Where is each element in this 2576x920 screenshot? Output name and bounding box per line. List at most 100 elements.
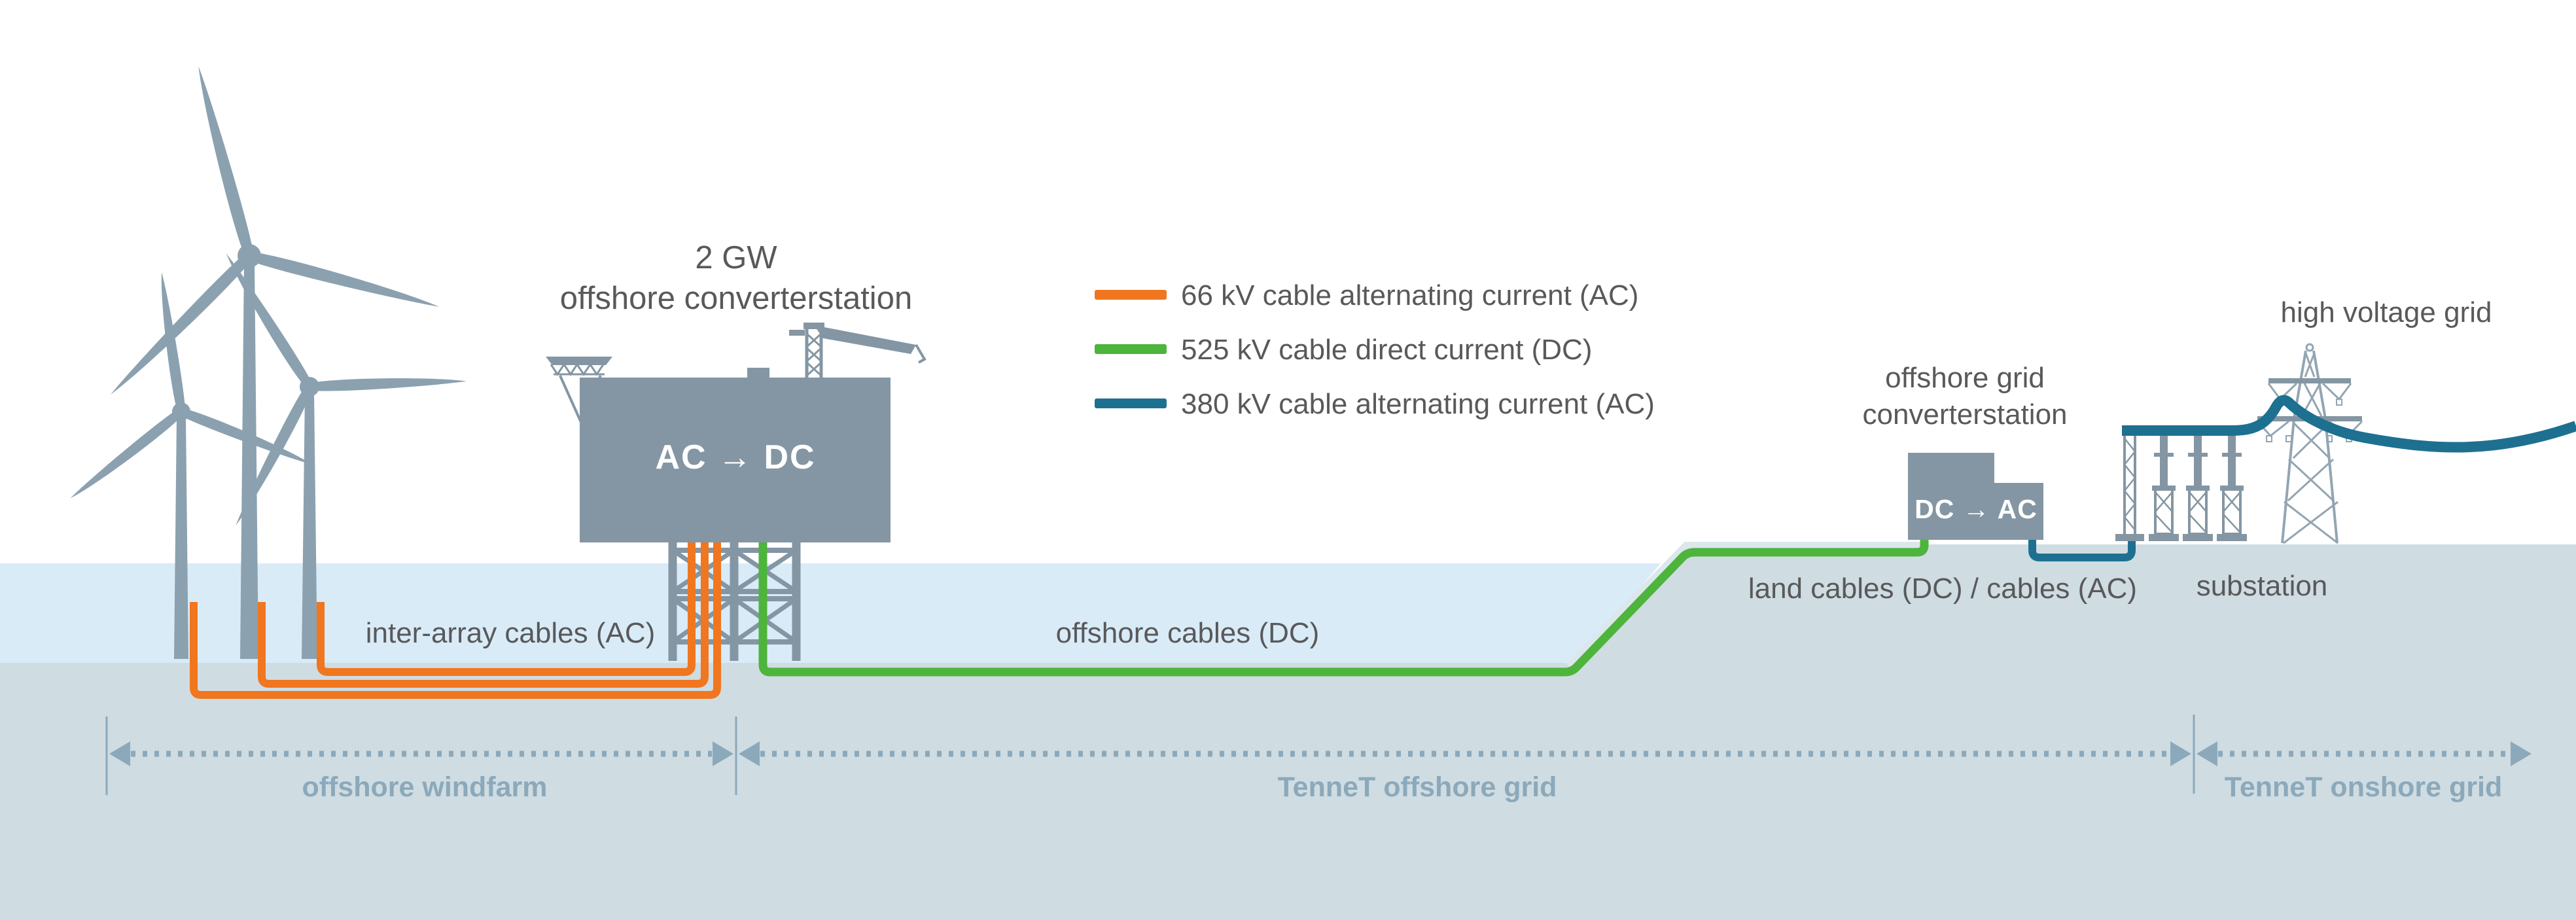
inter-array-cables-label: inter-array cables (AC)	[366, 617, 656, 649]
insulator-crossbar	[2220, 486, 2244, 491]
jacket-legs	[668, 539, 801, 661]
pylon-upper-insulator	[2336, 398, 2342, 406]
substation-base-plate	[2183, 534, 2213, 541]
legend-item-66kv: 66 kV cable alternating current (AC)	[1095, 279, 1638, 311]
substation-base-plate	[2149, 534, 2179, 541]
turbine-blade	[226, 253, 309, 382]
scene-labels: 2 GW offshore converterstation inter-arr…	[366, 240, 2492, 649]
turbine-blade	[161, 272, 185, 405]
section-label-windfarm: offshore windfarm	[302, 771, 547, 803]
legend: 66 kV cable alternating current (AC) 525…	[1095, 279, 1655, 420]
substation-insulator-tower	[2149, 434, 2179, 541]
high-voltage-grid-label: high voltage grid	[2281, 296, 2492, 328]
insulator-lattice-diag	[2223, 491, 2241, 533]
insulator-column	[2160, 434, 2168, 487]
insulator-column	[2228, 434, 2236, 487]
turbine-blade	[317, 378, 467, 391]
arrow-left	[109, 741, 130, 766]
offshore-cables-label: offshore cables (DC)	[1056, 617, 1320, 649]
substation-structure	[2115, 434, 2247, 541]
transmission-pylon	[2256, 343, 2363, 544]
legend-item-380kv: 380 kV cable alternating current (AC)	[1095, 388, 1655, 420]
legend-label: 525 kV cable direct current (DC)	[1181, 334, 1592, 366]
section-label-onshore-grid: TenneT onshore grid	[2225, 771, 2502, 803]
substation-lattice-mast	[2115, 434, 2144, 541]
legend-item-525kv: 525 kV cable direct current (DC)	[1095, 334, 1592, 366]
offshore-station-label-line2: offshore converterstation	[560, 281, 912, 316]
onshore-station-label-line2: converterstation	[1862, 398, 2067, 431]
helipad	[546, 357, 612, 427]
substation-mast-zigzag	[2123, 438, 2136, 531]
roof-vent	[747, 368, 769, 378]
converter-hall	[580, 378, 891, 542]
turbine-blade	[70, 412, 178, 499]
coast-slope-edge	[1566, 542, 1924, 669]
turbine-hub	[300, 377, 319, 397]
substation-label: substation	[2197, 570, 2328, 602]
insulator-lattice-diag	[2189, 491, 2207, 533]
offshore-station-label-line1: 2 GW	[695, 240, 777, 275]
section-dimensions: offshore windfarm TenneT offshore grid T…	[105, 715, 2532, 803]
turbine-tower	[240, 262, 258, 659]
turbine-blade	[110, 258, 247, 395]
helipad-truss	[550, 363, 605, 376]
insulator-lattice-diag	[2155, 491, 2173, 533]
arrow-right	[713, 741, 733, 766]
array-cable-2	[258, 539, 709, 688]
helipad-deck	[546, 357, 612, 365]
onshore-converter-building	[1908, 453, 2043, 540]
high-voltage-overhead-line	[2122, 395, 2576, 453]
legend-swatch-green	[1095, 344, 1167, 354]
arrow-right	[2170, 741, 2191, 766]
section-label-offshore-grid: TenneT offshore grid	[1278, 771, 1557, 803]
insulator-crossbar	[2186, 486, 2210, 491]
sea-water	[0, 563, 1661, 663]
arrow-left	[2197, 741, 2217, 766]
crane-mast	[805, 328, 823, 378]
insulator-crossbar	[2152, 486, 2176, 491]
arrow-left	[739, 741, 760, 766]
land-cables-label: land cables (DC) / cables (AC)	[1748, 573, 2137, 605]
pylon-upper-crossarm	[2268, 378, 2351, 383]
pylon-lower-insulator	[2285, 435, 2292, 442]
helipad-legs	[559, 375, 602, 427]
crane	[789, 323, 926, 378]
array-cable-1	[190, 539, 721, 699]
pylon-lattice	[2283, 353, 2338, 544]
wind-turbine-large	[110, 66, 439, 659]
crane-boom	[814, 325, 916, 354]
turbine-blade	[256, 253, 439, 307]
onshore-converter-direction-label: DC → AC	[1914, 494, 2038, 524]
seabed-and-land	[0, 544, 2576, 920]
arrow-right	[2511, 741, 2532, 766]
substation-insulator-tower	[2217, 434, 2247, 541]
crane-counter-jib	[789, 330, 805, 336]
turbine-hub	[238, 244, 261, 268]
insulator-cap	[2188, 453, 2208, 457]
wind-turbine-medium	[226, 253, 467, 659]
turbine-hub	[172, 402, 190, 421]
insulator-cap	[2154, 453, 2174, 457]
turbine-tower	[174, 417, 188, 659]
turbine-tower	[302, 393, 317, 659]
crane-mast-braces	[805, 332, 822, 377]
offshore-converterstation: AC → DC	[546, 323, 926, 542]
legend-swatch-blue	[1095, 398, 1167, 408]
pylon-lower-insulator	[2326, 435, 2333, 442]
offshore-dc-cable	[758, 537, 1929, 677]
turbine-blade	[236, 392, 310, 525]
turbine-blade	[198, 66, 253, 249]
substation-base-plate	[2217, 534, 2247, 541]
array-cable-3	[317, 539, 696, 676]
onshore-station-label-line1: offshore grid	[1885, 362, 2045, 394]
crane-boom-tip	[915, 344, 926, 364]
substation-base-plate	[2115, 534, 2144, 541]
legend-label: 66 kV cable alternating current (AC)	[1181, 279, 1638, 311]
legend-swatch-orange	[1095, 290, 1167, 300]
insulator-cap	[2222, 453, 2242, 457]
converter-direction-label: AC → DC	[655, 438, 815, 476]
pylon-lower-insulator	[2266, 435, 2272, 442]
legend-label: 380 kV cable alternating current (AC)	[1181, 388, 1655, 420]
substation-insulator-tower	[2183, 434, 2213, 541]
